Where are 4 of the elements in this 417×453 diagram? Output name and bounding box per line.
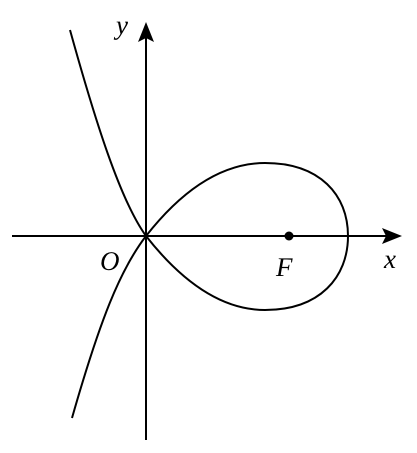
axis-label: y <box>116 12 128 39</box>
point-label: F <box>276 254 292 281</box>
origin-label: O <box>100 248 120 275</box>
axis-label: x <box>384 246 396 273</box>
